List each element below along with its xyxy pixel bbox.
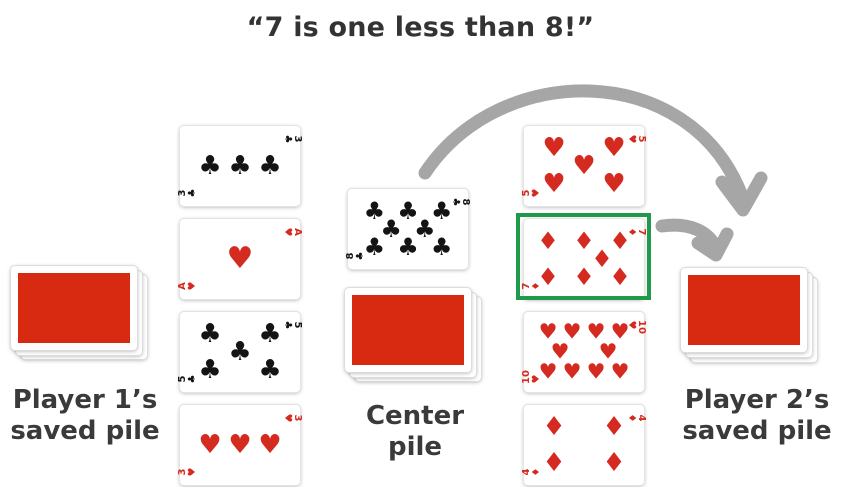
card-p1-3-pip-icon-2: ♣ [258,321,281,347]
card-p2-3-pip-icon-10: ♥ [611,362,630,383]
card-p1-3-rank: 5 [292,322,303,329]
card-p2-4-rank: 4 [636,415,647,422]
card-p2-3: 10♥10♥♥♥♥♥♥♥♥♥♥♥ [524,312,644,392]
short-arrow-head [698,234,727,255]
card-p2-1-index-tr: 5♥ [626,134,646,144]
card-p2-1-pip-icon-3: ♥ [572,153,595,179]
card-center-8-pip-icon-8: ♣ [431,235,453,259]
card-p1-3-index-bl: 5♣ [178,374,198,384]
card-p1-1-index-tr: 3♣ [282,134,302,144]
card-p2-1-pip-icon-1: ♥ [542,135,565,161]
card-p1-2-index-suit-icon: ♥ [282,227,292,237]
card-p1-4-pip-icon-1: ♥ [198,432,221,458]
card-p1-1-rank: 3 [292,136,303,143]
card-p2-1-rank: 5 [636,136,647,143]
card-center-8-pip-icon-7: ♣ [397,235,419,259]
card-p2-1-index-suit-icon: ♥ [626,134,636,144]
card-p1-3-pip-icon-1: ♣ [198,321,221,347]
card-p1-4-index-tr: 3♥ [282,413,302,423]
card-p2-1-pip-icon-4: ♥ [542,171,565,197]
card-center-8-pip-icon-6: ♣ [364,235,386,259]
card-p2-4-pip-icon-3: ♦ [542,450,565,476]
card-p1-1-index-suit-icon: ♣ [188,188,198,198]
player2-label-line1: Player 2’s [673,385,841,416]
card-p2-3-pip-icon-7: ♥ [539,362,558,383]
card-p2-4-pip-icon-4: ♦ [602,450,625,476]
player1-label: Player 1’s saved pile [0,385,170,447]
highlight-box [516,213,651,300]
card-p2-1-index-bl: 5♥ [522,188,542,198]
card-p2-3-rank: 10 [636,320,647,334]
card-p2-1-pip-icon-5: ♥ [602,171,625,197]
card-p1-3-pip-icon-3: ♣ [228,339,251,365]
card-p2-3-pip-icon-8: ♥ [563,362,582,383]
card-p1-2-pip-icon-1: ♥ [227,244,254,274]
player1-label-line1: Player 1’s [0,385,170,416]
card-p1-1-index-bl: 3♣ [178,188,198,198]
card-p1-3-index-suit-icon: ♣ [282,320,292,330]
card-p2-4-pip-icon-1: ♦ [542,414,565,440]
card-p1-4-index-suit-icon: ♥ [282,413,292,423]
card-center-8-index-tr: 8♣ [450,197,470,207]
card-center-8: 8♣8♣♣♣♣♣♣♣♣♣ [348,189,468,269]
card-p1-3-pip-icon-4: ♣ [198,357,221,383]
card-p1-3-pip-icon-5: ♣ [258,357,281,383]
card-p2-4-index-tr: 4♦ [626,413,646,423]
card-p1-3-index-suit-icon: ♣ [188,374,198,384]
card-p1-1-pip-icon-3: ♣ [258,153,281,179]
card-center-8-rank: 8 [460,199,471,206]
card-p2-4-index-suit-icon: ♦ [626,413,636,423]
center-label-line1: Center [340,401,490,432]
card-p1-2-index-tr: A♥ [282,227,302,237]
card-p1-4-index-bl: 3♥ [178,467,198,477]
card-p1-1-pip-icon-2: ♣ [228,153,251,179]
card-p2-1-pip-icon-2: ♥ [602,135,625,161]
card-p1-4-pip-icon-3: ♥ [258,432,281,458]
card-p1-2-rank: A [292,228,303,236]
card-p1-4-rank: 3 [292,415,303,422]
card-p1-4-index-suit-icon: ♥ [188,467,198,477]
card-p2-4: 4♦4♦♦♦♦♦ [524,405,644,485]
card-p2-1: 5♥5♥♥♥♥♥♥ [524,126,644,206]
card-p2-1-index-suit-icon: ♥ [532,188,542,198]
card-p1-4: 3♥3♥♥♥♥ [180,405,300,485]
card-p1-4-pip-icon-2: ♥ [228,432,251,458]
player2-label: Player 2’s saved pile [673,385,841,447]
player2-label-line2: saved pile [673,416,841,447]
card-p2-4-pip-icon-2: ♦ [602,414,625,440]
card-p2-3-pip-icon-9: ♥ [587,362,606,383]
center-label-line2: pile [340,432,490,463]
short-arrow [662,225,715,246]
card-p1-1: 3♣3♣♣♣♣ [180,126,300,206]
card-p1-2: A♥A♥♥ [180,219,300,299]
card-p1-1-index-suit-icon: ♣ [282,134,292,144]
card-p1-2-index-bl: A♥ [178,281,198,291]
card-p2-4-index-bl: 4♦ [522,467,542,477]
card-p2-4-index-suit-icon: ♦ [532,467,542,477]
card-p1-1-pip-icon-1: ♣ [198,153,221,179]
arc-arrow-head [722,178,761,210]
card-p1-3: 5♣5♣♣♣♣♣♣ [180,312,300,392]
page-title: “7 is one less than 8!” [0,12,841,43]
center-label: Center pile [340,401,490,463]
card-p1-2-index-suit-icon: ♥ [188,281,198,291]
player1-label-line2: saved pile [0,416,170,447]
card-p1-3-index-tr: 5♣ [282,320,302,330]
